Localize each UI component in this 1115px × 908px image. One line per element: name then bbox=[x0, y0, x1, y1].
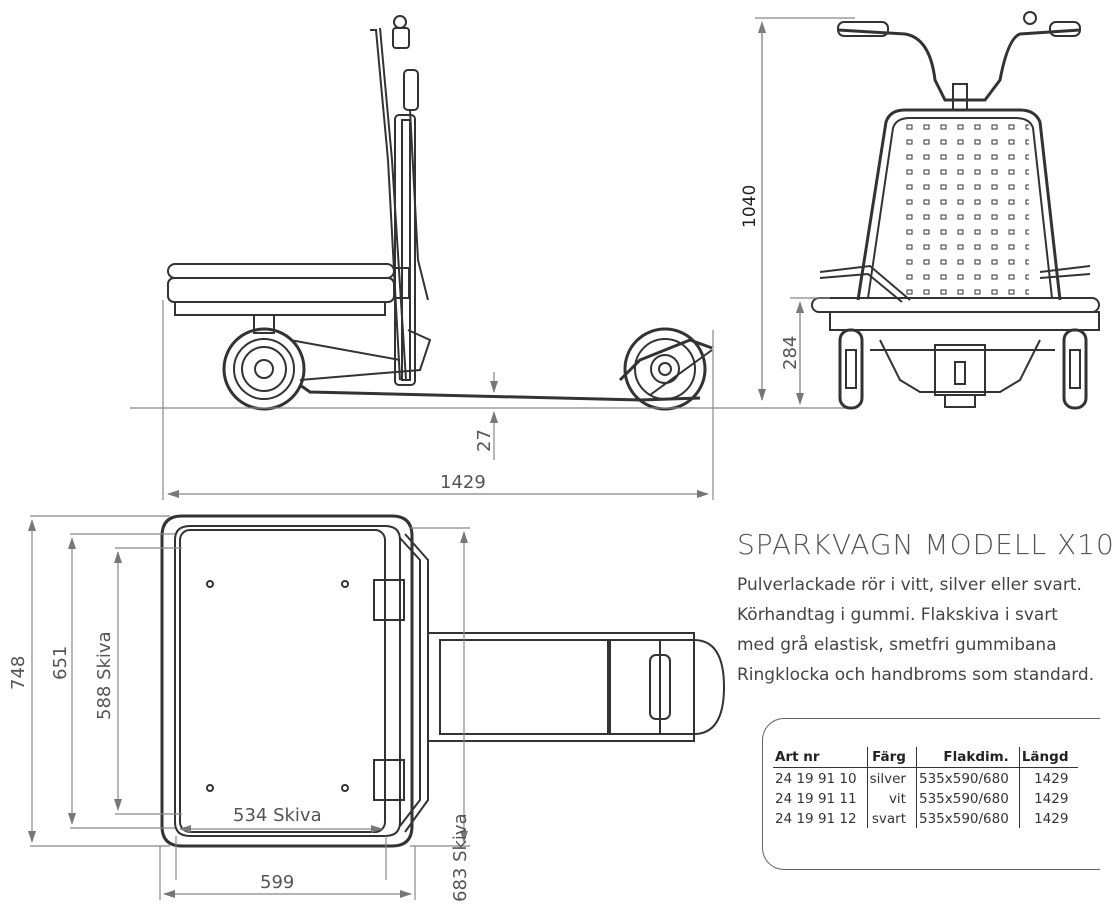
cell-art-nr: 24 19 91 10 bbox=[775, 771, 857, 787]
cell-art-nr: 24 19 91 12 bbox=[775, 811, 857, 827]
description-line: Ringklocka och handbroms som standard. bbox=[737, 665, 1095, 685]
table-row: 24 19 91 11 vit 535x590/680 1429 bbox=[773, 788, 1079, 808]
cell-langd: 1429 bbox=[1018, 788, 1079, 808]
spec-table: Art nr Färg Flakdim. Längd 24 19 91 10 s… bbox=[773, 747, 1079, 828]
header-langd: Längd bbox=[1018, 747, 1079, 768]
dim-frame-depth: 599 bbox=[260, 872, 294, 893]
product-description: Pulverlackade rör i vitt, silver eller s… bbox=[737, 570, 1099, 690]
dim-overall-width: 748 bbox=[8, 656, 29, 690]
front-view-dimensions bbox=[755, 17, 855, 405]
table-row: 24 19 91 12 svart 535x590/680 1429 bbox=[773, 808, 1079, 828]
dim-overall-length: 1429 bbox=[440, 472, 486, 493]
top-view-dimensions bbox=[28, 515, 470, 900]
description-line: med grå elastisk, smetfri gummibana bbox=[737, 635, 1057, 655]
dim-board-width: 588 Skiva bbox=[94, 631, 115, 720]
header-art-nr: Art nr bbox=[773, 747, 868, 768]
front-view bbox=[811, 11, 1100, 410]
dim-ground-clearance: 27 bbox=[474, 429, 495, 452]
dim-frame-width: 651 bbox=[50, 646, 71, 680]
cell-farg: svart bbox=[866, 808, 917, 828]
header-flakdim: Flakdim. bbox=[915, 747, 1020, 768]
spec-table-header: Art nr Färg Flakdim. Längd bbox=[773, 747, 1079, 768]
product-title: SPARKVAGN MODELL X10 bbox=[737, 528, 1115, 561]
header-farg: Färg bbox=[866, 747, 917, 768]
cell-flakdim: 535x590/680 bbox=[915, 767, 1020, 788]
description-line: Körhandtag i gummi. Flakskiva i svart bbox=[737, 605, 1058, 625]
top-view bbox=[160, 514, 726, 848]
dim-platform-height: 284 bbox=[780, 336, 801, 370]
side-view bbox=[167, 15, 713, 411]
cell-flakdim: 535x590/680 bbox=[915, 808, 1020, 828]
cell-langd: 1429 bbox=[1018, 808, 1079, 828]
cell-farg: silver bbox=[866, 767, 917, 788]
cell-farg: vit bbox=[866, 788, 917, 808]
side-view-dimensions bbox=[130, 300, 850, 500]
table-row: 24 19 91 10 silver 535x590/680 1429 bbox=[773, 767, 1079, 788]
cell-langd: 1429 bbox=[1018, 767, 1079, 788]
dim-board-depth: 534 Skiva bbox=[233, 805, 322, 826]
spec-table-box: Art nr Färg Flakdim. Längd 24 19 91 10 s… bbox=[762, 718, 1100, 870]
cell-flakdim: 535x590/680 bbox=[915, 788, 1020, 808]
dim-board-length: 683 Skiva bbox=[450, 813, 471, 902]
description-line: Pulverlackade rör i vitt, silver eller s… bbox=[737, 575, 1082, 595]
cell-art-nr: 24 19 91 11 bbox=[775, 791, 857, 807]
dim-total-height: 1040 bbox=[740, 185, 760, 228]
